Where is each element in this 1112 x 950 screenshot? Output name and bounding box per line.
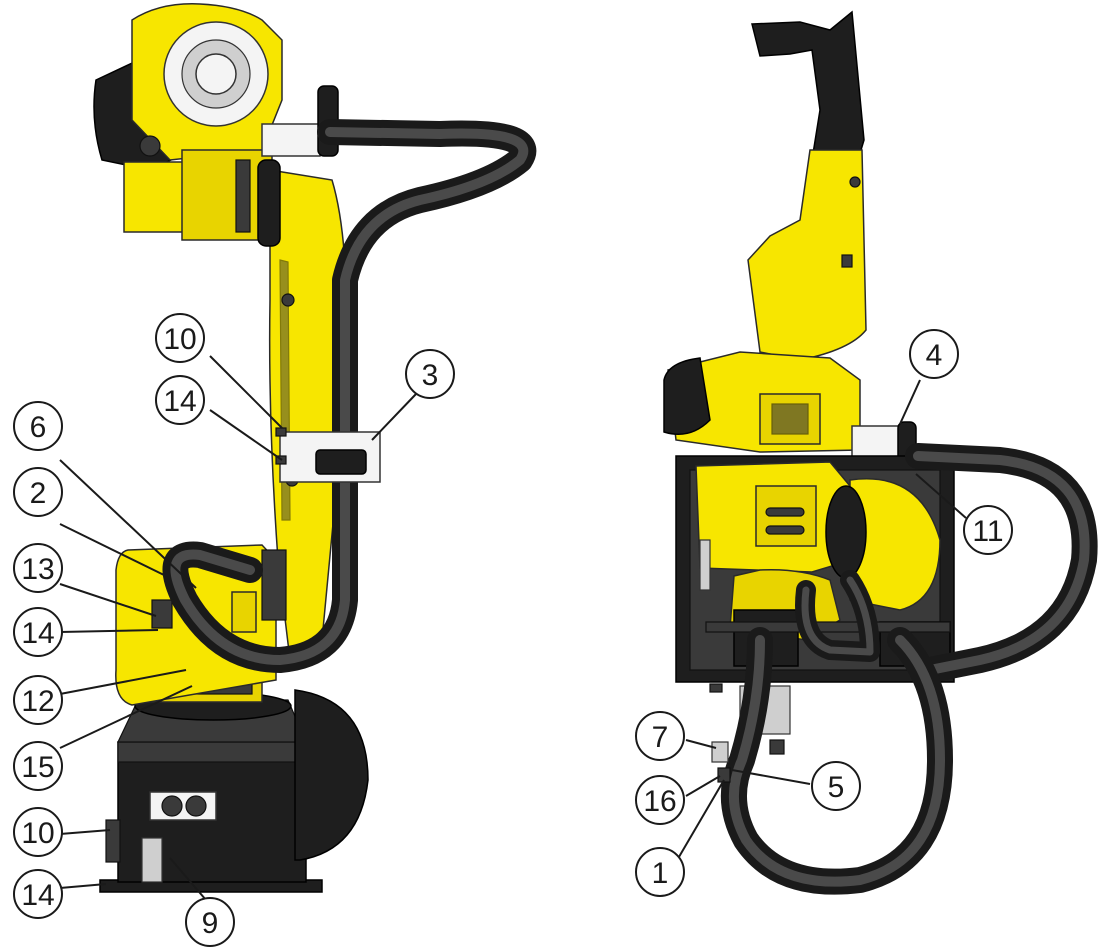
robot-upper-arm-side	[93, 3, 339, 247]
callout-side-3: 3	[405, 349, 455, 399]
callout-side-14-mid: 14	[13, 607, 63, 657]
callout-side-6: 6	[13, 401, 63, 451]
robot-upper-arm-rear	[747, 10, 867, 361]
callout-label: 12	[21, 685, 54, 718]
callout-side-12: 12	[13, 675, 63, 725]
callout-side-15: 15	[13, 741, 63, 791]
robot-rear-view	[663, 10, 1098, 895]
callout-rear-16: 16	[635, 775, 685, 825]
callout-rear-11: 11	[963, 505, 1013, 555]
hose-rear-view	[711, 443, 1098, 895]
callout-label: 7	[652, 721, 669, 754]
callout-label: 5	[828, 771, 845, 804]
callout-side-2: 2	[13, 467, 63, 517]
callout-label: 13	[21, 553, 54, 586]
hose-clamp-bracket-side	[275, 427, 381, 483]
callout-side-10-top: 10	[155, 313, 205, 363]
callout-side-10-bottom: 10	[13, 807, 63, 857]
callout-label: 6	[30, 411, 47, 444]
robot-base-side	[99, 689, 369, 893]
callout-label: 14	[163, 385, 196, 418]
callout-label: 11	[972, 515, 1003, 548]
callout-label: 3	[422, 359, 439, 392]
callout-label: 10	[163, 323, 196, 356]
leader-lines	[59, 355, 967, 901]
robot-j3-housing-rear	[663, 351, 917, 503]
callout-rear-4: 4	[909, 329, 959, 379]
callout-label: 9	[202, 907, 219, 940]
callout-rear-7: 7	[635, 711, 685, 761]
callout-label: 10	[21, 817, 54, 850]
callout-side-14-top: 14	[155, 375, 205, 425]
callout-label: 4	[926, 339, 943, 372]
callout-label: 14	[21, 879, 54, 912]
callout-side-14-bottom: 14	[13, 869, 63, 919]
callout-label: 2	[30, 477, 47, 510]
callout-label: 16	[643, 785, 676, 818]
callout-rear-5: 5	[811, 761, 861, 811]
callout-rear-1: 1	[635, 847, 685, 897]
callout-label: 15	[21, 751, 54, 784]
callout-label: 14	[21, 617, 54, 650]
callout-side-13: 13	[13, 543, 63, 593]
callout-label: 1	[652, 857, 669, 890]
robot-side-view	[93, 3, 537, 893]
hose-side-view	[162, 119, 537, 673]
callout-side-9: 9	[185, 897, 235, 947]
